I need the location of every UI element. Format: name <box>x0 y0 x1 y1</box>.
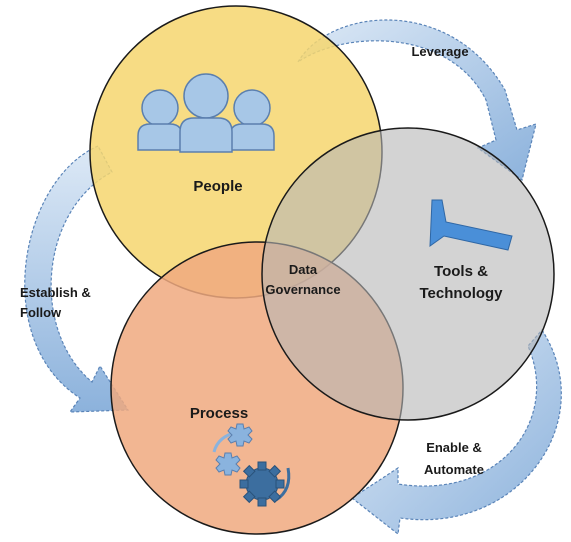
tools-label-line2: Technology <box>419 285 503 302</box>
center-label-line2: Governance <box>265 282 340 297</box>
tools-label-line1: Tools & <box>434 263 488 280</box>
establish-label-line1: Establish & <box>20 285 91 300</box>
hammer-icon <box>429 199 513 251</box>
leverage-arrow <box>297 19 537 182</box>
people-label: People <box>193 178 242 195</box>
enable-automate-arrow <box>350 329 562 536</box>
establish-follow-arrow <box>24 145 130 413</box>
people-icon <box>137 73 275 153</box>
gears-icon <box>212 423 291 507</box>
leverage-label: Leverage <box>411 44 468 59</box>
establish-label-line2: Follow <box>20 305 62 320</box>
process-label: Process <box>190 405 248 422</box>
enable-label-line2: Automate <box>424 462 484 477</box>
tools-circle <box>261 127 555 421</box>
center-label-line1: Data <box>289 262 318 277</box>
enable-label-line1: Enable & <box>426 440 482 455</box>
